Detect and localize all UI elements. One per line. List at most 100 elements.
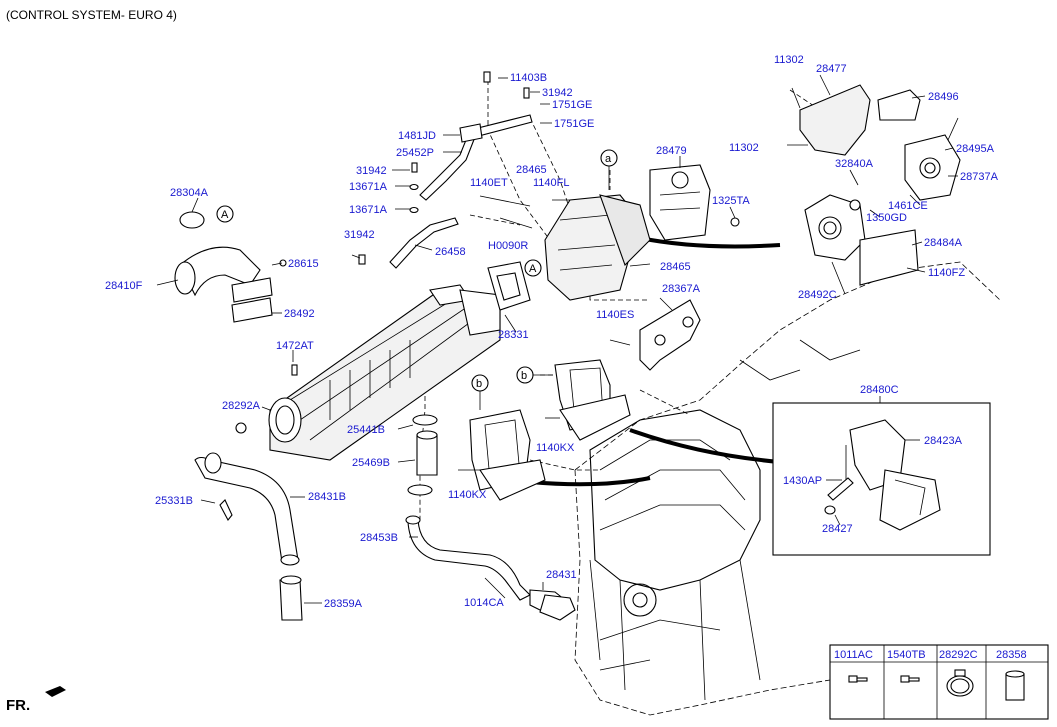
egr-cooler (268, 284, 501, 461)
pipe-25452P (419, 114, 533, 201)
part-label[interactable]: 28492 (284, 308, 315, 320)
part-label[interactable]: 28367A (662, 283, 701, 295)
part-label[interactable]: 1140ET (470, 177, 508, 189)
bracket-28367A (639, 299, 701, 371)
part-label[interactable]: 1325TA (712, 195, 750, 207)
svg-text:A: A (221, 209, 229, 221)
clamp-25441B (412, 414, 438, 426)
bracket-1481JD (459, 123, 483, 143)
part-label[interactable]: 1014CA (464, 597, 504, 609)
part-label[interactable]: 26458 (435, 246, 466, 258)
leader-lines (156, 74, 958, 604)
callout-a[interactable]: a (600, 149, 618, 167)
legend-header: 28292C (939, 649, 978, 661)
part-label[interactable]: 25331B (155, 495, 193, 507)
heat-shields (799, 84, 921, 156)
bracket-28484A (859, 229, 919, 286)
part-label[interactable]: 28410F (105, 280, 143, 292)
page-title: (CONTROL SYSTEM- EURO 4) (6, 8, 177, 22)
front-direction-arrow-icon (45, 686, 66, 697)
inlet-hose (174, 211, 287, 323)
part-label[interactable]: 1481JD (398, 130, 436, 142)
part-label[interactable]: 31942 (356, 165, 387, 177)
svg-text:b: b (521, 370, 527, 382)
egr-cooler-housing-28492C (804, 194, 866, 261)
part-label[interactable]: 28615 (288, 258, 319, 270)
bolts (291, 71, 959, 599)
part-label[interactable]: 1472AT (276, 340, 314, 352)
egr-pipe-28431B (194, 422, 300, 566)
part-label[interactable]: 28477 (816, 63, 847, 75)
clamp-25469B-lower (407, 484, 433, 496)
part-label[interactable]: 28453B (360, 532, 398, 544)
part-label[interactable]: 28359A (324, 598, 363, 610)
part-label[interactable]: 28431 (546, 569, 577, 581)
part-label[interactable]: H0090R (488, 240, 528, 252)
part-label[interactable]: 1140KX (448, 489, 487, 501)
part-label[interactable]: 1430AP (783, 475, 822, 487)
front-direction-label: FR. (6, 697, 31, 714)
part-label[interactable]: 1751GE (554, 118, 594, 130)
part-label[interactable]: 28479 (656, 145, 687, 157)
part-label[interactable]: 25469B (352, 457, 390, 469)
part-label[interactable]: 1751GE (552, 99, 592, 111)
egr-pipe-28453B (405, 515, 576, 621)
part-label[interactable]: 11302 (729, 142, 759, 154)
bolt-icon (848, 675, 868, 683)
engine-block (574, 261, 1001, 716)
sleeve-icon (1005, 670, 1025, 701)
sleeve-28359A (279, 575, 303, 621)
part-label[interactable]: 28484A (924, 237, 963, 249)
part-label[interactable]: 25441B (347, 424, 385, 436)
part-label[interactable]: 28331 (498, 329, 529, 341)
part-label[interactable]: 28427 (822, 523, 853, 535)
legend-header: 1011AC (834, 649, 873, 661)
hose-25469B (416, 434, 438, 476)
part-label[interactable]: 28737A (960, 171, 999, 183)
bracket-right-b (554, 359, 631, 441)
egr-valve-assembly (544, 164, 711, 301)
part-label[interactable]: 28304A (170, 187, 209, 199)
callout-b-left[interactable]: b (471, 374, 489, 392)
egr-housing-28737A (904, 134, 961, 201)
part-label[interactable]: 28292A (222, 400, 261, 412)
callout-b-right[interactable]: b (516, 366, 534, 384)
part-label[interactable]: 28465 (660, 261, 691, 273)
connector-line (529, 476, 651, 487)
svg-text:a: a (605, 153, 612, 165)
part-label[interactable]: 13671A (349, 181, 388, 193)
part-label[interactable]: 1350GD (866, 212, 907, 224)
detail-bracket (824, 419, 941, 531)
part-label[interactable]: 32840A (835, 158, 874, 170)
part-label[interactable]: 1140FZ (928, 267, 965, 279)
part-label[interactable]: 31942 (542, 87, 573, 99)
parts-legend-table: 1011AC 1540TB 28292C 28358 (829, 644, 1049, 720)
part-label[interactable]: 28496 (928, 91, 959, 103)
part-label[interactable]: 1140ES (596, 309, 634, 321)
pipe-26458 (389, 217, 459, 269)
part-label[interactable]: 11302 (774, 54, 804, 66)
bolt-icon (900, 675, 920, 683)
bracket-left-b (469, 409, 546, 501)
part-label[interactable]: 28492C (798, 289, 837, 301)
part-label[interactable]: 11403B (510, 72, 547, 84)
callout-A-upper[interactable]: A (216, 205, 234, 223)
part-label[interactable]: 28495A (956, 143, 995, 155)
part-label[interactable]: 31942 (344, 229, 375, 241)
part-label[interactable]: 1461CE (888, 200, 928, 212)
part-label[interactable]: 13671A (349, 204, 388, 216)
part-label[interactable]: 1140KX (536, 442, 575, 454)
part-label[interactable]: 28465 (516, 164, 547, 176)
part-label[interactable]: 28431B (308, 491, 346, 503)
clamp-icon (946, 669, 974, 697)
legend-header: 1540TB (887, 649, 926, 661)
part-label[interactable]: 25452P (396, 147, 434, 159)
svg-text:A: A (529, 263, 537, 275)
callout-A-lower[interactable]: A (524, 259, 542, 277)
bolt-1325TA (730, 217, 740, 227)
part-label[interactable]: 28480C (860, 384, 899, 396)
part-label[interactable]: 1140FL (533, 177, 570, 189)
part-label[interactable]: 28423A (924, 435, 963, 447)
legend-header: 28358 (996, 649, 1027, 661)
